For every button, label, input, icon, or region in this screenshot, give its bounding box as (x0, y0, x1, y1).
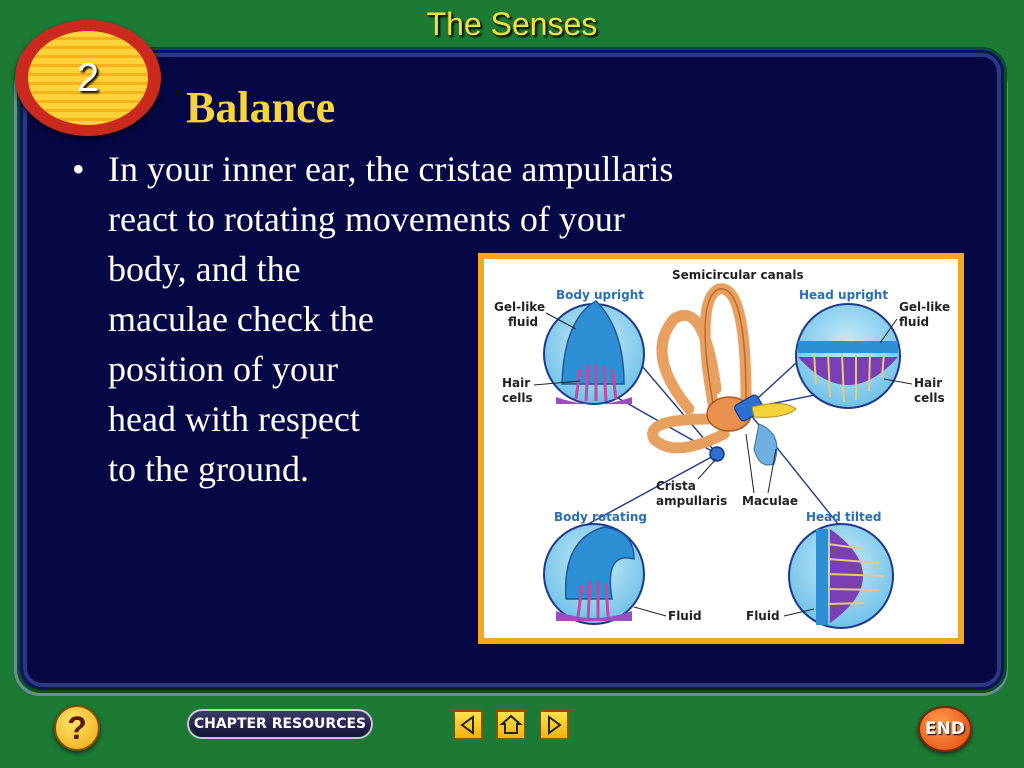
bullet-symbol: • (72, 149, 85, 189)
section-number: 2 (76, 56, 100, 100)
hair-cells-label-left: Hair (502, 376, 530, 390)
fluid-label-right: Fluid (746, 609, 780, 623)
help-icon: ? (67, 710, 87, 746)
hair-cells-label-right: cells (914, 391, 945, 405)
gel-like-fluid-label-right: fluid (899, 315, 929, 329)
gel-like-fluid-label-left: Gel-like (494, 300, 545, 314)
inner-ear-diagram: Semicircular canals Body upright Head up… (494, 268, 950, 629)
body-upright-label: Body upright (556, 288, 644, 302)
head-tilted-circle (788, 523, 894, 629)
body-rotating-circle (543, 523, 645, 625)
body-upright-circle (543, 300, 645, 405)
section-badge: 2 (15, 20, 161, 136)
bullet-line: head with respect (108, 399, 360, 439)
end-button[interactable]: END (918, 706, 972, 752)
inner-ear-figure: Semicircular canals Body upright Head up… (478, 253, 964, 644)
crista-ampullaris-label: ampullaris (656, 494, 727, 508)
section-badge-stripes (28, 31, 148, 125)
head-upright-label: Head upright (799, 288, 888, 302)
presentation-title: The Senses (426, 6, 598, 42)
slide-title: Balance (186, 83, 336, 132)
next-arrow-icon (548, 715, 562, 735)
bullet-line: In your inner ear, the cristae ampullari… (108, 149, 674, 189)
gel-like-fluid-label-right: Gel-like (899, 300, 950, 314)
hair-cells-label-left: cells (502, 391, 533, 405)
previous-arrow-icon (460, 715, 474, 735)
body-rotating-label: Body rotating (554, 510, 647, 524)
hair-cells-label-right: Hair (914, 376, 942, 390)
bullet-line: to the ground. (108, 449, 309, 489)
semicircular-canals-label: Semicircular canals (672, 268, 804, 282)
home-button[interactable] (496, 710, 526, 740)
head-tilted-label: Head tilted (806, 510, 881, 524)
bullet-line: position of your (108, 349, 338, 389)
help-button[interactable]: ? (54, 705, 100, 751)
next-button[interactable] (539, 710, 569, 740)
fluid-label-left: Fluid (668, 609, 702, 623)
maculae-label: Maculae (742, 494, 798, 508)
head-upright-circle (795, 303, 901, 409)
home-icon (499, 714, 523, 734)
gel-like-fluid-label-left: fluid (508, 315, 538, 329)
end-label: END (925, 719, 965, 739)
bullet-line: body, and the (108, 249, 301, 289)
chapter-resources-button[interactable]: CHAPTER RESOURCES (187, 709, 373, 739)
bullet-line: react to rotating movements of your (108, 199, 625, 239)
previous-button[interactable] (453, 710, 483, 740)
bullet-line: maculae check the (108, 299, 374, 339)
crista-ampullaris-label: Crista (656, 479, 696, 493)
